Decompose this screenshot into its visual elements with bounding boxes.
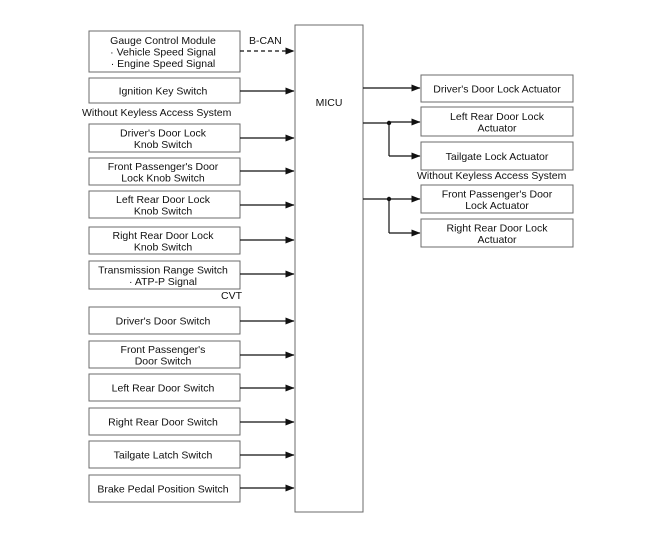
input-label-front-pass-door-line-1: Door Switch (135, 355, 192, 367)
input-label-driver-knob-line-0: Driver's Door Lock (120, 127, 207, 139)
input-label-trans-range-line-1: · ATP-P Signal (129, 276, 197, 288)
input-label-front-pass-door-line-0: Front Passenger's (121, 344, 206, 356)
output-label-tailgate-actuator-line-0: Tailgate Lock Actuator (446, 151, 549, 163)
input-blocks: Gauge Control Module· Vehicle Speed Sign… (88, 30, 295, 503)
input-label-driver-door-line-0: Driver's Door Switch (116, 316, 211, 328)
input-label-left-rear-door-line-0: Left Rear Door Switch (112, 383, 215, 395)
input-label-right-rear-knob-line-1: Knob Switch (134, 241, 193, 253)
cvt-label: CVT (221, 290, 243, 302)
output-box-front-pass-actuator (420, 184, 574, 214)
output-label-right-rear-actuator-line-1: Actuator (477, 234, 517, 246)
input-label-left-rear-knob-line-0: Left Rear Door Lock (116, 194, 211, 206)
output-label-front-pass-actuator-line-0: Front Passenger's Door (442, 188, 553, 200)
output-label-driver-actuator-line-0: Driver's Door Lock Actuator (433, 84, 561, 96)
output-label-front-pass-actuator-line-1: Lock Actuator (465, 200, 529, 212)
output-box-driver-actuator (420, 74, 574, 103)
input-label-front-pass-knob-line-1: Lock Knob Switch (121, 172, 205, 184)
input-label-gauge-line-2: · Engine Speed Signal (111, 58, 216, 70)
input-label-gauge-line-1: · Vehicle Speed Signal (110, 47, 216, 59)
output-label-left-rear-actuator-line-0: Left Rear Door Lock (450, 111, 545, 123)
without-keyless-right-label: Without Keyless Access System (417, 170, 567, 182)
input-label-gauge-line-0: Gauge Control Module (110, 35, 216, 47)
micu-box (294, 24, 364, 513)
output-box-left-rear-actuator (420, 106, 574, 137)
micu-label: MICU (316, 97, 343, 109)
input-box-front-pass-knob (88, 157, 241, 186)
input-label-trans-range-line-0: Transmission Range Switch (98, 264, 228, 276)
input-box-left-rear-door (88, 373, 241, 402)
input-label-brake-pedal-line-0: Brake Pedal Position Switch (97, 484, 228, 496)
input-label-right-rear-knob-line-0: Right Rear Door Lock (113, 230, 215, 242)
input-box-brake-pedal (88, 474, 241, 503)
input-label-front-pass-knob-line-0: Front Passenger's Door (108, 161, 219, 173)
input-label-driver-knob-line-1: Knob Switch (134, 139, 193, 151)
input-box-driver-knob (88, 123, 241, 153)
output-label-left-rear-actuator-line-1: Actuator (477, 122, 517, 134)
bcan-label: B-CAN (249, 35, 282, 47)
input-label-right-rear-door-line-0: Right Rear Door Switch (108, 417, 218, 429)
input-box-tailgate-latch (88, 440, 241, 469)
input-box-left-rear-knob (88, 190, 241, 219)
input-label-ignition-line-0: Ignition Key Switch (119, 86, 208, 98)
without-keyless-left-label: Without Keyless Access System (82, 107, 232, 119)
input-label-left-rear-knob-line-1: Knob Switch (134, 205, 193, 217)
input-box-gauge (88, 30, 241, 73)
output-label-right-rear-actuator-line-0: Right Rear Door Lock (447, 222, 549, 234)
input-box-right-rear-knob (88, 226, 241, 255)
input-box-trans-range (88, 260, 241, 290)
output-box-tailgate-actuator (420, 141, 574, 171)
output-box-right-rear-actuator (420, 218, 574, 248)
input-label-tailgate-latch-line-0: Tailgate Latch Switch (114, 450, 213, 462)
